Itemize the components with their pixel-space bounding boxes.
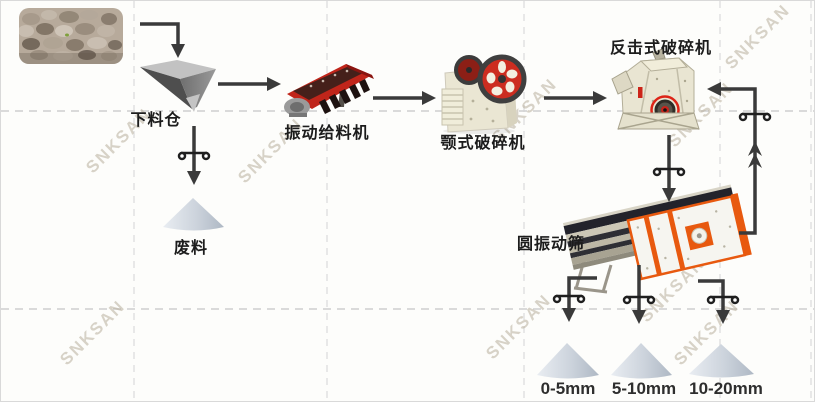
impact-crusher-graphic: [611, 48, 700, 130]
product-pile-5-10mm: [611, 343, 672, 379]
label-waste: 废料: [173, 240, 209, 257]
label-vibrating-feeder: 振动给料机: [284, 125, 370, 142]
arrow-screen-to-10-20mm: [698, 279, 725, 311]
belt-conveyor-symbol: [552, 294, 586, 304]
raw-material-photo: [19, 8, 123, 64]
product-pile-10-20mm: [689, 344, 754, 378]
label-impact-crusher: 反击式破碎机: [609, 40, 713, 57]
arrow-heads: [171, 44, 762, 324]
label-product-5-10mm: 5-10mm: [611, 379, 677, 398]
waste-pile: [163, 198, 224, 231]
arrow-material-to-hopper: [140, 22, 180, 45]
jaw-crusher-graphic: [441, 54, 527, 134]
label-vibrating-screen: 圆振动筛: [516, 236, 586, 253]
label-hopper: 下料仓: [130, 112, 182, 129]
arrow-screen-to-0-5mm: [567, 276, 597, 309]
label-jaw-crusher: 颚式破碎机: [440, 135, 526, 152]
product-pile-0-5mm: [537, 343, 599, 379]
vibrating-screen-graphic: [562, 184, 752, 294]
label-product-0-5mm: 0-5mm: [540, 379, 596, 398]
label-product-10-20mm: 10-20mm: [689, 379, 763, 398]
vibrating-feeder-graphic: [284, 64, 374, 117]
belt-conveyor-symbols: [177, 112, 772, 305]
belt-conveyor-symbol: [177, 151, 211, 161]
hopper-graphic: [140, 60, 216, 112]
belt-conveyor-symbol: [706, 295, 740, 305]
belt-conveyor-symbol: [622, 295, 656, 305]
belt-conveyor-symbol: [652, 167, 686, 177]
belt-conveyor-symbol: [738, 112, 772, 122]
